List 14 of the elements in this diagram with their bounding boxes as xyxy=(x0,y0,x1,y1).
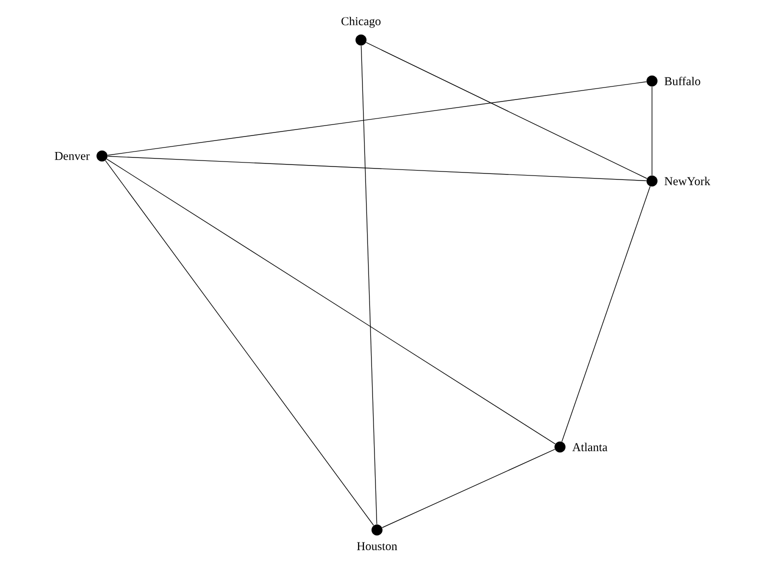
city-label: Denver xyxy=(54,152,90,160)
city-label: Houston xyxy=(357,542,398,550)
connection-line xyxy=(106,158,556,444)
city-label: Chicago xyxy=(342,16,381,28)
connection-line xyxy=(382,448,556,528)
city-label: Atlanta xyxy=(572,442,608,452)
connection-line xyxy=(366,42,648,179)
connection-line xyxy=(107,156,647,182)
city-label: Buffalo xyxy=(664,76,700,86)
city-label: NewYork xyxy=(664,176,710,186)
connection-line xyxy=(360,45,378,525)
connection-line xyxy=(107,81,647,156)
connection-line xyxy=(562,186,650,442)
connection-line xyxy=(105,160,374,526)
